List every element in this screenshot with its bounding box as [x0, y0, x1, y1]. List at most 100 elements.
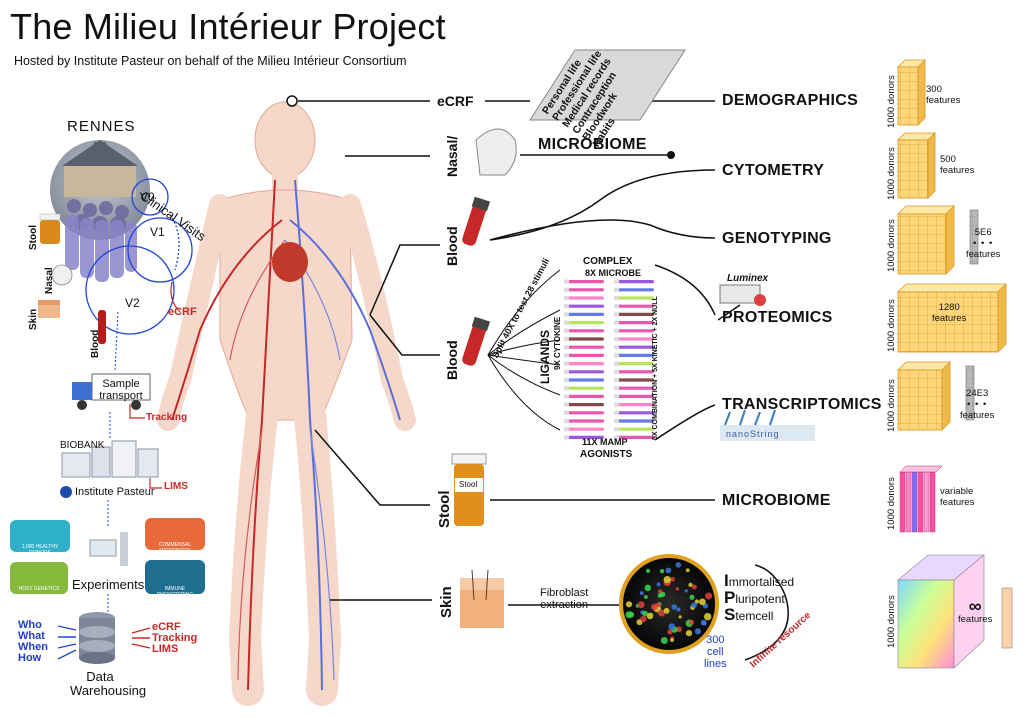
- stimulus-tube: [614, 320, 654, 325]
- cell-dot: [637, 601, 645, 609]
- cell-dot: [667, 629, 673, 635]
- cube-6-unit: features: [940, 497, 975, 508]
- ipsc-initial-i: I: [724, 571, 729, 590]
- stool-tube-label: Stool: [459, 480, 478, 489]
- category-microbiome: MICROBIOME: [722, 492, 831, 509]
- infinite-arrow: [744, 564, 789, 661]
- cell-dot: [685, 568, 690, 573]
- cell-lines-count: 300: [706, 634, 725, 646]
- stimulus-tube: [614, 402, 654, 407]
- stimulus-tube: [564, 361, 604, 366]
- warehouse-label: Data Warehousing: [70, 669, 146, 698]
- stimulus-tube: [614, 410, 654, 415]
- category-genotyping: GENOTYPING: [722, 230, 832, 247]
- human-anatomy: [157, 101, 416, 706]
- cell-dot: [663, 576, 671, 584]
- sample-stool: Stool: [28, 225, 39, 250]
- cell-dot: [660, 636, 668, 644]
- connectors: [298, 100, 741, 606]
- blood-label-1: Blood: [444, 226, 460, 266]
- left-ecrf-label: eCRF: [168, 306, 197, 318]
- cell-dot: [684, 589, 688, 593]
- cell-dot: [694, 599, 700, 604]
- donors-label-5: 1000 donors: [886, 379, 897, 432]
- cell-dot: [689, 594, 695, 600]
- stool-label: Stool: [436, 490, 453, 529]
- cell-dot: [670, 638, 674, 642]
- stimulus-tube: [564, 369, 604, 374]
- stimulus-tube: [564, 435, 604, 440]
- cell-dot: [676, 626, 682, 633]
- biobank-label: BIOBANK: [60, 440, 105, 451]
- stimulus-tube: [564, 410, 604, 415]
- cell-dot: [668, 623, 676, 631]
- cell-lines-word-2: lines: [704, 658, 727, 670]
- stimulus-tube: [614, 304, 654, 309]
- cell-dot: [657, 592, 663, 598]
- skin-block-icon: [460, 569, 504, 628]
- stimulus-tube: [614, 345, 654, 350]
- tile-healthy-donors: [10, 520, 70, 552]
- ipsc-initial-p: P: [724, 588, 736, 607]
- tag-arrows: [131, 627, 151, 649]
- stimulus-tube: [564, 377, 604, 383]
- cell-dot: [703, 612, 712, 621]
- stimulus-tube: [564, 353, 604, 358]
- cell-dot: [702, 621, 707, 626]
- tile-commensal: [145, 518, 205, 550]
- skin-label: Skin: [438, 586, 455, 618]
- skin-icon: [38, 300, 60, 318]
- stimulus-tube: [614, 353, 654, 358]
- cell-dot: [658, 609, 666, 617]
- stimulus-tube: [614, 427, 654, 432]
- stimulus-tube: [614, 312, 654, 317]
- stimulus-tube: [564, 394, 604, 399]
- stimuli-tubes: [564, 279, 654, 440]
- page-subtitle: Hosted by Institute Pasteur on behalf of…: [14, 54, 407, 68]
- stimulus-tube: [564, 320, 604, 325]
- stimulus-tube: [564, 386, 604, 391]
- microbe-label: 8X MICROBE: [585, 268, 642, 278]
- cell-lines-label: 300 cell lines: [704, 634, 727, 670]
- tag-tracking: Tracking: [152, 632, 198, 644]
- transport-label: Sample transport: [99, 378, 143, 402]
- ecrf-source-label: eCRF: [437, 93, 474, 109]
- cell-dot: [639, 591, 644, 596]
- stool-tube-icon: [451, 453, 487, 526]
- cell-dot: [646, 612, 654, 620]
- city-label: RENNES: [67, 118, 136, 135]
- cube-features-3: 5E6• • •features: [966, 227, 1001, 260]
- category-cytometry: CYTOMETRY: [722, 162, 825, 179]
- cell-lines-word-1: cell: [707, 646, 724, 658]
- pasteur-logo: [60, 486, 72, 498]
- ecrf-node: [286, 95, 298, 107]
- category-transcriptomics: TRANSCRIPTOMICS: [722, 396, 882, 413]
- cube-features-5: 24E3• • •features: [960, 388, 995, 421]
- category-proteomics: PROTEOMICS: [722, 309, 833, 326]
- cell-dot: [643, 595, 648, 599]
- data-cube: [897, 205, 979, 275]
- tile-label-donors: 1,000 HEALTHY DONORS: [21, 544, 59, 556]
- question-what: What: [18, 630, 45, 642]
- cell-dot: [694, 628, 702, 635]
- ligands-label: LIGANDS: [538, 330, 552, 384]
- fibroblast-line-2: extraction: [540, 599, 588, 611]
- stimulus-tube: [614, 287, 654, 292]
- database-icon: [79, 612, 115, 664]
- cell-dot: [678, 615, 682, 619]
- cell-dot: [658, 589, 663, 594]
- stimulus-tube: [614, 295, 654, 301]
- ecrf-banner: [529, 49, 686, 121]
- stimulus-tube: [564, 304, 604, 309]
- question-when: When: [18, 641, 48, 653]
- warehouse-line-1: Data: [86, 669, 114, 684]
- microbiome-node: [667, 151, 675, 159]
- cell-dot: [644, 584, 652, 592]
- cytokine-label: 9X CYTOKINE: [553, 316, 562, 370]
- visit-v2: V2: [125, 296, 140, 310]
- cell-dot: [625, 611, 633, 619]
- cube-4-unit: features: [932, 313, 967, 324]
